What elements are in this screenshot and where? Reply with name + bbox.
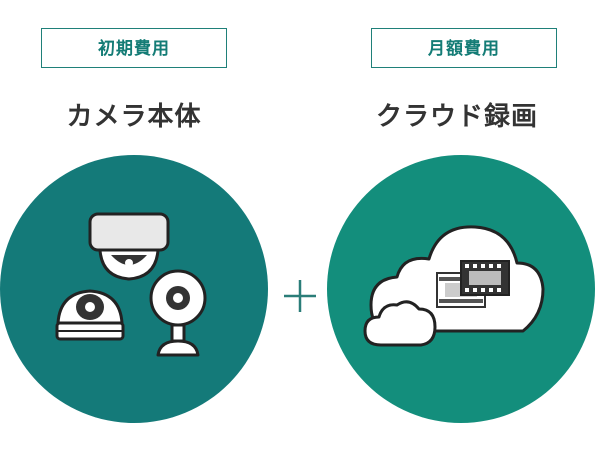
small-cloud-icon [363,300,437,347]
plus-icon [284,280,316,312]
dome-camera-icon [88,212,170,281]
hardware-cost-section: 初期費用 カメラ本体 [0,28,268,423]
webcam-icon [149,269,207,357]
camera-body-title: カメラ本体 [66,102,202,132]
camera-circle [0,155,268,423]
bullet-camera-icon [55,289,125,341]
initial-cost-badge: 初期費用 [41,28,227,68]
cloud-recording-title: クラウド録画 [375,102,538,132]
monthly-cost-badge: 月額費用 [371,28,557,68]
cloud-recording-section: 月額費用 クラウド録画 [300,0,600,450]
film-icon [436,260,510,308]
cloud-circle [327,155,595,423]
camera-circle-bg [0,155,268,423]
